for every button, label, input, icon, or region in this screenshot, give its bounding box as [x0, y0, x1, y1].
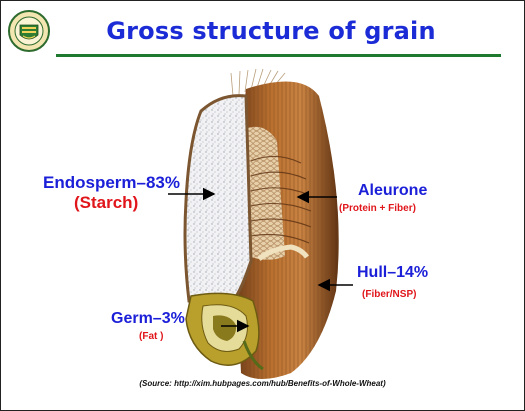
endosperm-starch-label: (Starch) [74, 193, 138, 213]
germ-label: Germ–3% [111, 310, 185, 328]
germ-fat-label: (Fat ) [139, 331, 163, 342]
endosperm-layer [185, 96, 251, 301]
aleurone-label: Aleurone [358, 182, 427, 200]
aleurone-component-label: (Protein + Fiber) [339, 203, 416, 214]
endosperm-label: Endosperm–83% [43, 173, 180, 193]
hull-component-label: (Fiber/NSP) [362, 289, 416, 300]
hull-label: Hull–14% [357, 264, 428, 282]
source-citation: (Source: http://xim.hubpages.com/hub/Ben… [1, 379, 524, 388]
